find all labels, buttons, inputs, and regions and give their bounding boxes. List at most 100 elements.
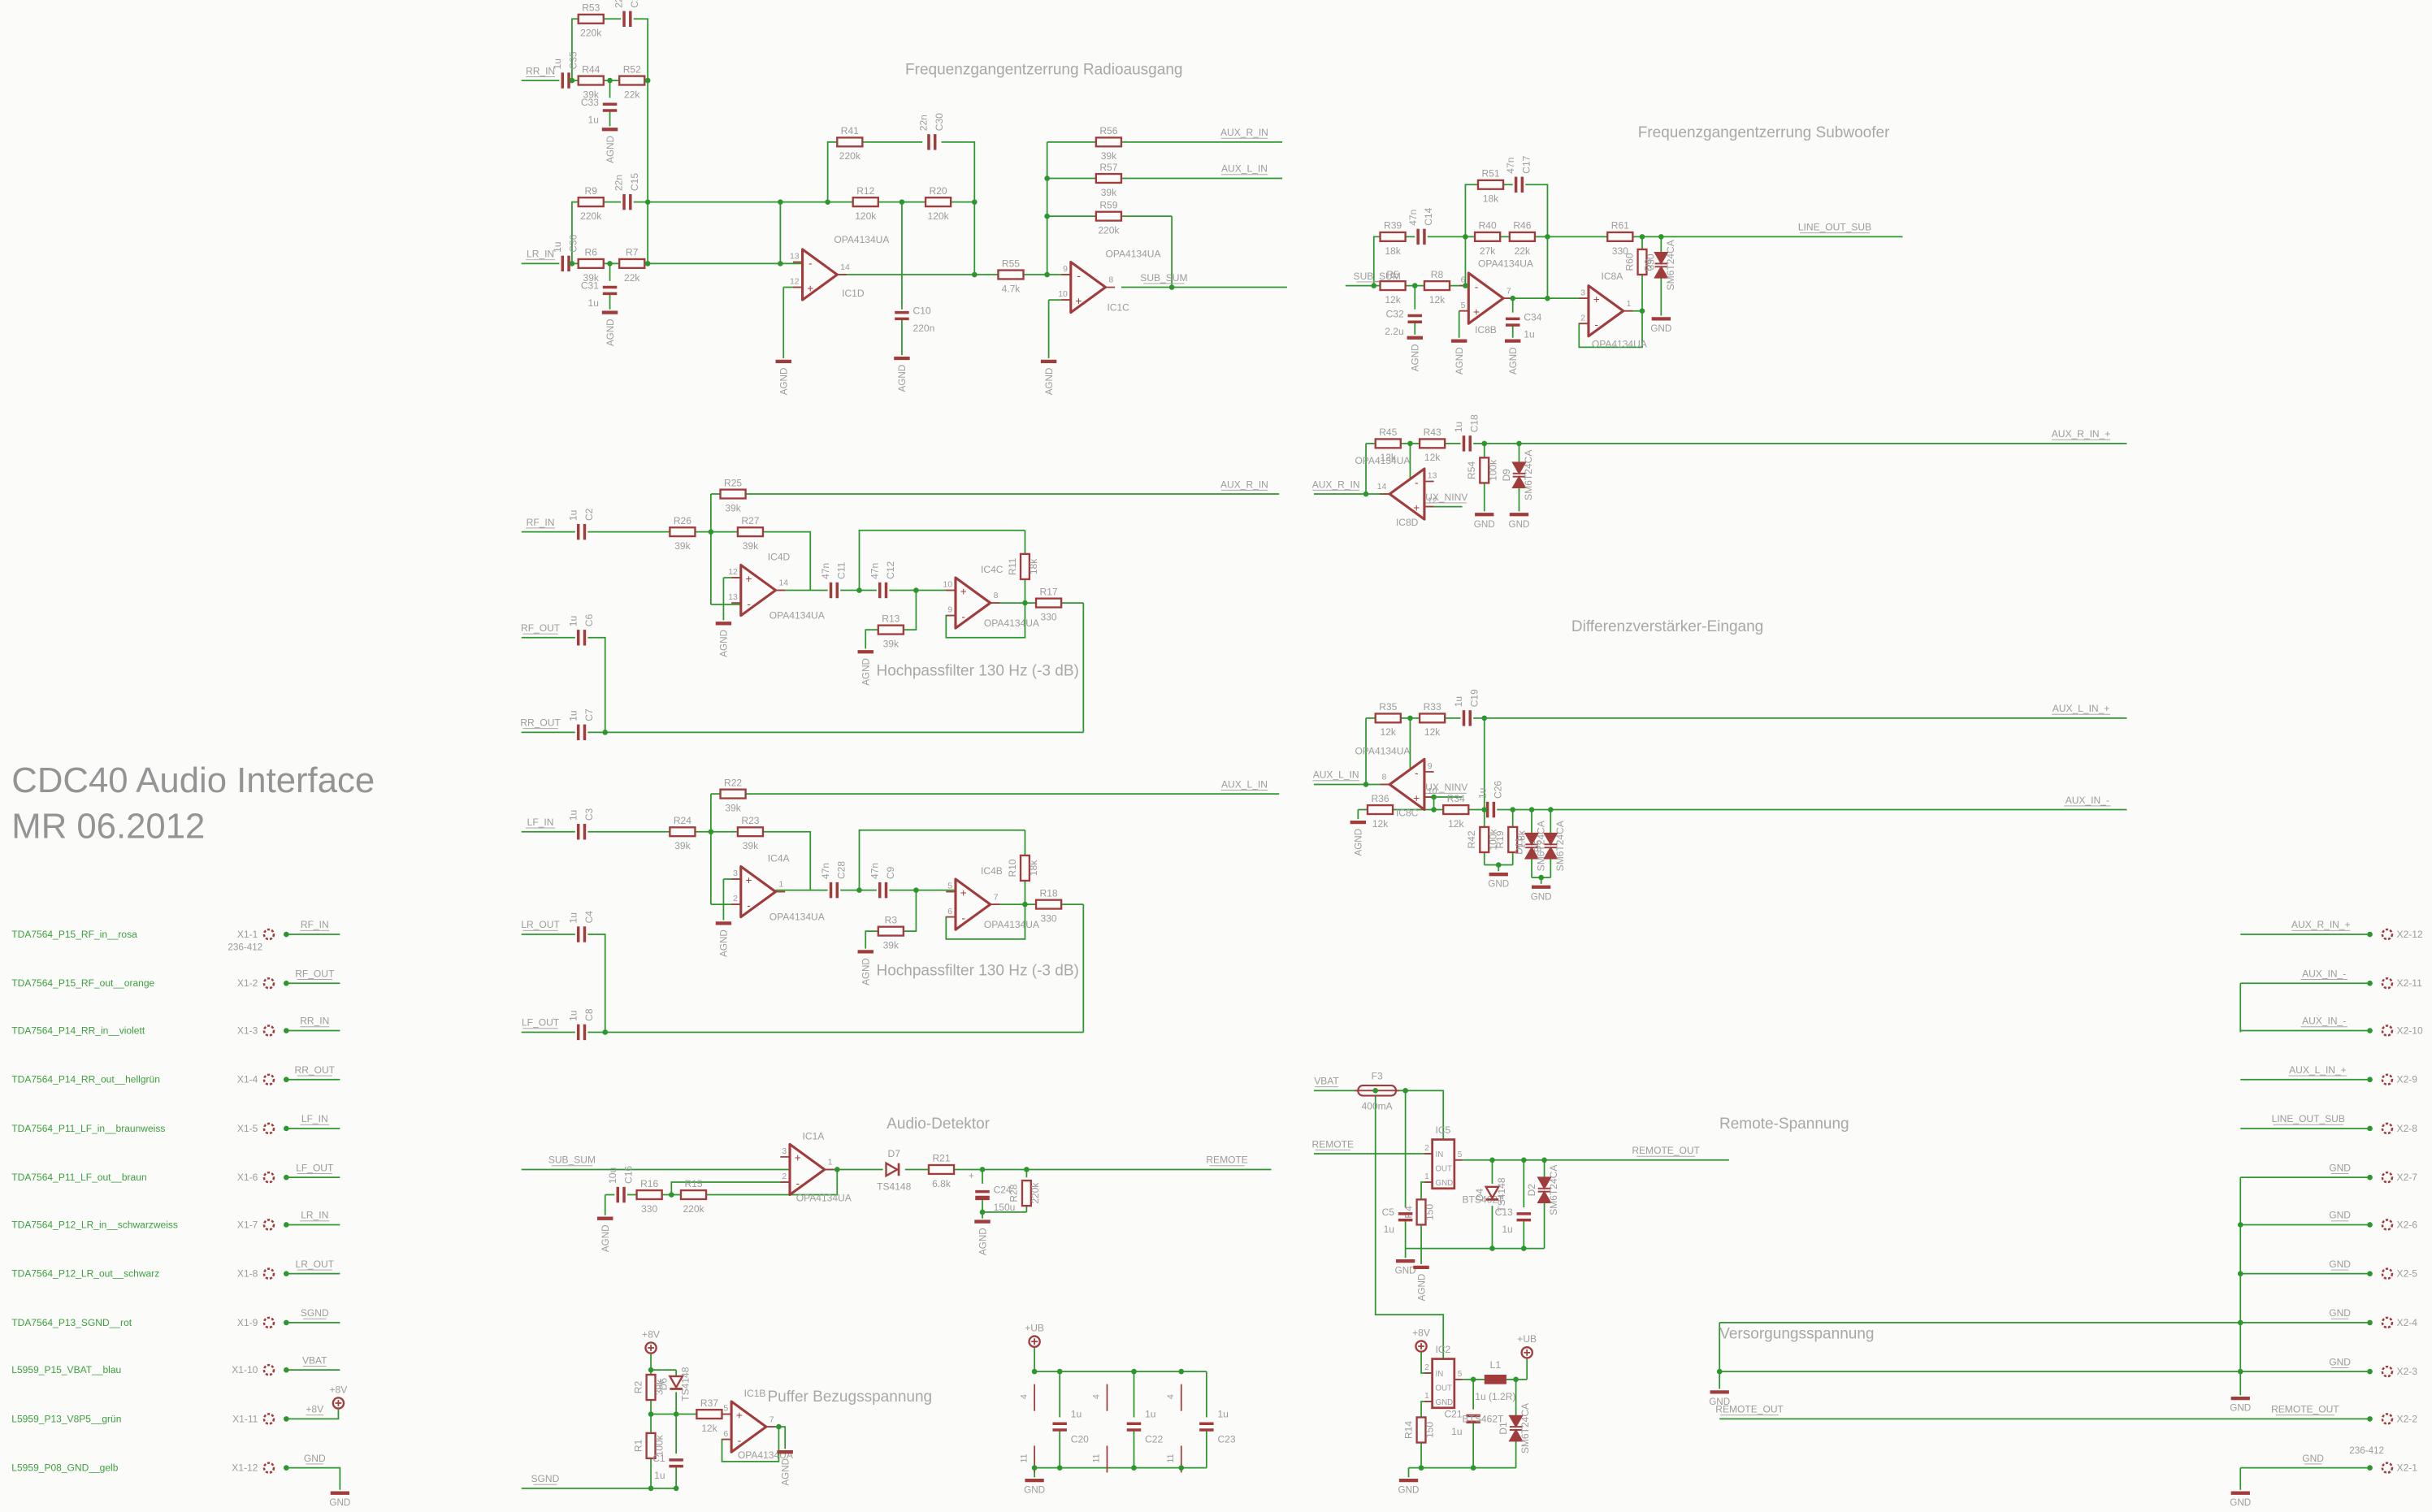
gnd-label: GND xyxy=(1395,1266,1416,1276)
resistor-value: 18k xyxy=(1028,558,1039,574)
tvs-D5 xyxy=(1543,846,1558,860)
resistor-R55 xyxy=(997,269,1025,280)
capacitor-value: 47n xyxy=(869,563,880,579)
resistor-ref: R23 xyxy=(741,815,759,826)
fuse-ref: F3 xyxy=(1372,1071,1383,1082)
pin-number: 3 xyxy=(782,1147,787,1156)
junction-dot xyxy=(1639,308,1645,314)
net-label-LF_OUT: LF_OUT xyxy=(296,1162,334,1173)
resistor-value: 12k xyxy=(1385,294,1401,305)
resistor-R12 xyxy=(852,197,879,208)
resistor-ref: R57 xyxy=(1099,162,1117,173)
resistor-ref: R15 xyxy=(684,1178,702,1189)
net-label-VBAT: VBAT xyxy=(302,1354,327,1366)
supply-+UB xyxy=(1028,1335,1041,1348)
resistor-value: 1.8k xyxy=(1515,830,1527,849)
resistor-value: 39k xyxy=(883,638,900,649)
resistor-R15 xyxy=(679,1189,708,1201)
junction-dot xyxy=(602,730,609,735)
label: 4 xyxy=(1092,1394,1102,1399)
capacitor-ref: C17 xyxy=(1521,155,1532,173)
junction-dot xyxy=(1044,175,1050,181)
junction-dot xyxy=(1481,715,1488,721)
resistor-ref: R35 xyxy=(1379,701,1397,713)
agnd-label: AGND xyxy=(1416,1274,1427,1302)
resistor-ref: R7 xyxy=(626,247,639,258)
junction-dot xyxy=(1431,807,1437,812)
wire xyxy=(587,830,812,890)
junction-dot xyxy=(776,1423,782,1430)
resistor-value: 220k xyxy=(1098,225,1120,236)
opamp-IC1B xyxy=(730,1400,768,1454)
x1-pin-id: X1-7 xyxy=(237,1219,258,1230)
agnd-label: AGND xyxy=(1411,344,1421,371)
gnd-label: GND xyxy=(1650,323,1671,334)
x2-pin-id: X2-6 xyxy=(2397,1219,2418,1230)
resistor-value: 39k xyxy=(1101,150,1117,162)
opamp-value: OPA4134UA xyxy=(769,609,825,621)
resistor-R46 xyxy=(1508,231,1537,242)
x1-pin-id: X1-9 xyxy=(237,1317,258,1328)
supply-+8V xyxy=(644,1341,657,1354)
resistor-value: 12k xyxy=(1424,452,1441,463)
capacitor-ref: C15 xyxy=(629,173,640,191)
wire xyxy=(1313,1090,1445,1140)
junction-dot xyxy=(1639,234,1645,240)
wire xyxy=(826,141,923,202)
section-title-9: Versorgungsspannung xyxy=(1719,1325,1874,1342)
wire xyxy=(941,141,976,275)
resistor-value: 39k xyxy=(674,540,691,552)
pin-number: 8 xyxy=(994,591,999,600)
capacitor-value: 1u xyxy=(588,297,599,309)
capacitor-ref: C18 xyxy=(1469,414,1480,432)
ic-IC2 xyxy=(1431,1358,1456,1410)
capacitor-value: 1u xyxy=(1451,1426,1462,1437)
resistor-value: 27k xyxy=(1480,245,1496,257)
diode-ref: D9 xyxy=(1501,469,1512,482)
pin-number: 13 xyxy=(1428,472,1437,481)
resistor-value: 220k xyxy=(683,1203,704,1215)
x1-signal-X1-4: TDA7564_P14_RR_out__hellgrün xyxy=(11,1074,160,1085)
net-label-+8V: +8V xyxy=(306,1404,323,1415)
junction-dot xyxy=(708,529,714,535)
junction-dot xyxy=(825,199,830,205)
resistor-value: 12k xyxy=(1381,452,1397,463)
junction-dot xyxy=(1510,807,1516,812)
capacitor-value: 47n xyxy=(820,563,831,579)
x1-signal-X1-5: TDA7564_P11_LF_in__braunweiss xyxy=(11,1123,165,1134)
junction-dot xyxy=(569,261,575,266)
opamp-IC4B xyxy=(954,877,992,931)
junction-dot xyxy=(1545,295,1550,301)
opamp-IC1A xyxy=(788,1142,826,1197)
junction-dot xyxy=(1481,807,1488,812)
x1-pin-X1-2 xyxy=(262,977,275,990)
junction-dot xyxy=(1463,234,1468,240)
gnd-label: GND xyxy=(329,1497,350,1508)
opamp-IC1C xyxy=(1069,260,1108,314)
capacitor-ref: C16 xyxy=(622,1166,634,1184)
resistor-R20 xyxy=(924,197,952,208)
resistor-ref: R54 xyxy=(1466,461,1477,479)
resistor-R40 xyxy=(1473,231,1502,242)
x2-pin-X2-12 xyxy=(2381,928,2394,941)
x2-pin-X2-10 xyxy=(2381,1025,2394,1037)
junction-dot xyxy=(1407,715,1413,721)
resistor-ref: R4 xyxy=(1402,1206,1414,1219)
resistor-ref: R24 xyxy=(674,815,691,826)
tvs-D8 xyxy=(1654,252,1669,265)
x2-pin-id: X2-7 xyxy=(2397,1172,2418,1183)
supply-+8V xyxy=(332,1397,345,1410)
tvs-D11 xyxy=(1524,846,1540,860)
tvs-D1 xyxy=(1508,1428,1524,1442)
capacitor-ref: C4 xyxy=(583,911,595,924)
agnd-label: AGND xyxy=(780,1458,791,1486)
wire xyxy=(571,201,622,264)
opamp-value: OPA4134UA xyxy=(984,617,1039,629)
junction-dot xyxy=(648,1485,654,1492)
opamp-ref: IC4B xyxy=(981,865,1003,877)
x1-pin-X1-9 xyxy=(262,1316,275,1329)
x1-pin-X1-1 xyxy=(262,928,275,941)
net-label-AUX_IN_-: AUX_IN_- xyxy=(2066,795,2109,806)
pin-number: 10 xyxy=(1428,787,1437,796)
junction-dot xyxy=(1168,284,1175,290)
